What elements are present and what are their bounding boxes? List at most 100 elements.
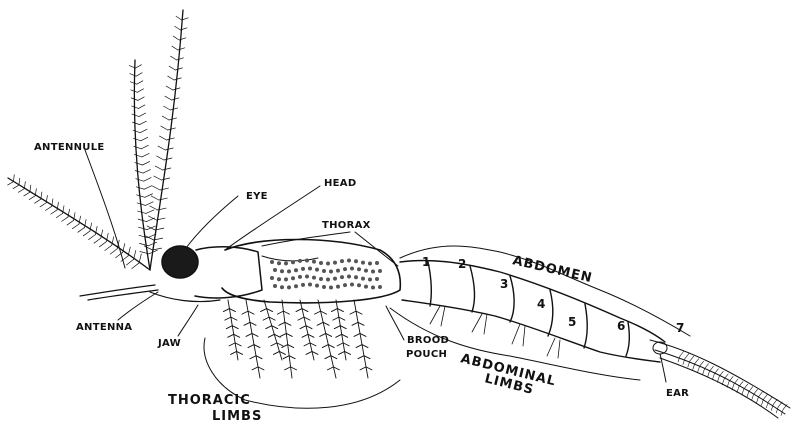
- leader-thorax-b: [355, 232, 398, 266]
- tail-bristle: [761, 399, 763, 405]
- limb-bristle: [298, 317, 304, 320]
- tail-bristle: [732, 384, 734, 390]
- tail-bristle: [717, 376, 719, 382]
- egg: [294, 268, 298, 272]
- tail-fan-drawing: [650, 340, 790, 418]
- limb-bristle: [277, 311, 283, 314]
- bristle: [162, 116, 169, 120]
- bristle: [19, 178, 20, 185]
- limb-bristle: [246, 333, 252, 336]
- limb-bristle: [306, 351, 312, 354]
- limb-bristle: [337, 343, 343, 346]
- egg: [347, 275, 351, 279]
- bristle: [159, 136, 166, 140]
- limb-bristle: [291, 367, 297, 370]
- bristle: [141, 137, 148, 141]
- leader-antenna: [118, 292, 158, 320]
- limb-bristle: [360, 367, 366, 370]
- bristle: [148, 216, 156, 220]
- bristle: [140, 129, 147, 132]
- egg: [340, 275, 344, 279]
- tail-bristle: [739, 382, 743, 387]
- limb-bristle: [280, 333, 286, 336]
- bristle: [62, 217, 68, 221]
- bristle: [136, 179, 144, 181]
- bristle: [143, 161, 150, 165]
- label-antenna: ANTENNA: [76, 322, 132, 333]
- bristle: [146, 210, 154, 214]
- limb-bristle: [285, 322, 291, 325]
- bristle: [167, 138, 175, 140]
- abdomen-drawing: [400, 260, 665, 362]
- limb-bristle: [296, 309, 302, 312]
- egg: [378, 269, 382, 273]
- limb-bristle: [285, 367, 291, 370]
- bristle: [158, 146, 165, 150]
- limb-bristle: [273, 351, 279, 354]
- label-ear: EAR: [666, 388, 689, 399]
- tail-bristle: [722, 379, 724, 385]
- egg: [322, 285, 326, 289]
- bristle: [135, 163, 143, 165]
- bristle: [165, 96, 172, 100]
- bristle: [132, 114, 139, 117]
- bristle: [148, 242, 156, 246]
- leader-lines: [85, 150, 690, 408]
- limb-bristle: [248, 345, 254, 348]
- bristle: [40, 203, 46, 207]
- egg: [333, 277, 337, 281]
- bristle: [168, 128, 176, 130]
- limb-bristle: [302, 334, 308, 337]
- label-pouch: POUCH: [406, 349, 447, 360]
- limb-bristle: [300, 326, 306, 329]
- tail-bristle: [724, 374, 728, 379]
- bristle: [171, 56, 177, 60]
- bristle: [56, 213, 62, 217]
- bristle: [143, 170, 150, 174]
- tail-bristle: [707, 371, 709, 377]
- antenna-drawing: [80, 285, 158, 300]
- limb-bristle: [304, 343, 310, 346]
- tail-bristle: [712, 374, 714, 380]
- head-drawing: [150, 246, 262, 302]
- bristle: [142, 153, 149, 157]
- bristle: [132, 263, 139, 269]
- bristle: [173, 88, 180, 90]
- bristle: [153, 248, 162, 250]
- tail-bristle: [744, 384, 748, 389]
- limb-bristle: [268, 334, 274, 337]
- tail-bristle: [695, 359, 699, 364]
- egg: [329, 269, 333, 273]
- limb-bristle: [354, 333, 360, 336]
- limb-bristle: [283, 311, 289, 314]
- tail-bristle: [734, 379, 738, 384]
- bristle: [163, 168, 171, 170]
- egg: [287, 269, 291, 273]
- limb-bristle: [252, 367, 258, 370]
- limb-bristle: [235, 343, 241, 346]
- bristle: [133, 130, 140, 132]
- limb-bristle: [232, 326, 238, 329]
- egg: [312, 260, 316, 264]
- bristle: [133, 138, 140, 140]
- tail-bristle: [742, 389, 744, 395]
- egg: [326, 261, 330, 265]
- label-abdomen: ABDOMEN: [511, 253, 594, 286]
- egg: [273, 268, 277, 272]
- egg: [326, 277, 330, 281]
- leader-jaw: [178, 305, 198, 336]
- egg: [368, 277, 372, 281]
- egg: [305, 259, 309, 263]
- limb-bristle: [229, 309, 235, 312]
- limb-bristle: [263, 317, 269, 320]
- bristle: [153, 186, 161, 190]
- limb-bristle: [231, 351, 237, 354]
- bristle: [166, 86, 172, 90]
- eye-drawing: [162, 246, 198, 278]
- egg: [357, 283, 361, 287]
- limb-bristle: [226, 326, 232, 329]
- limb-bristle: [325, 356, 331, 359]
- label-antennule: ANTENNULE: [34, 142, 105, 153]
- segment-number: 6: [617, 319, 625, 333]
